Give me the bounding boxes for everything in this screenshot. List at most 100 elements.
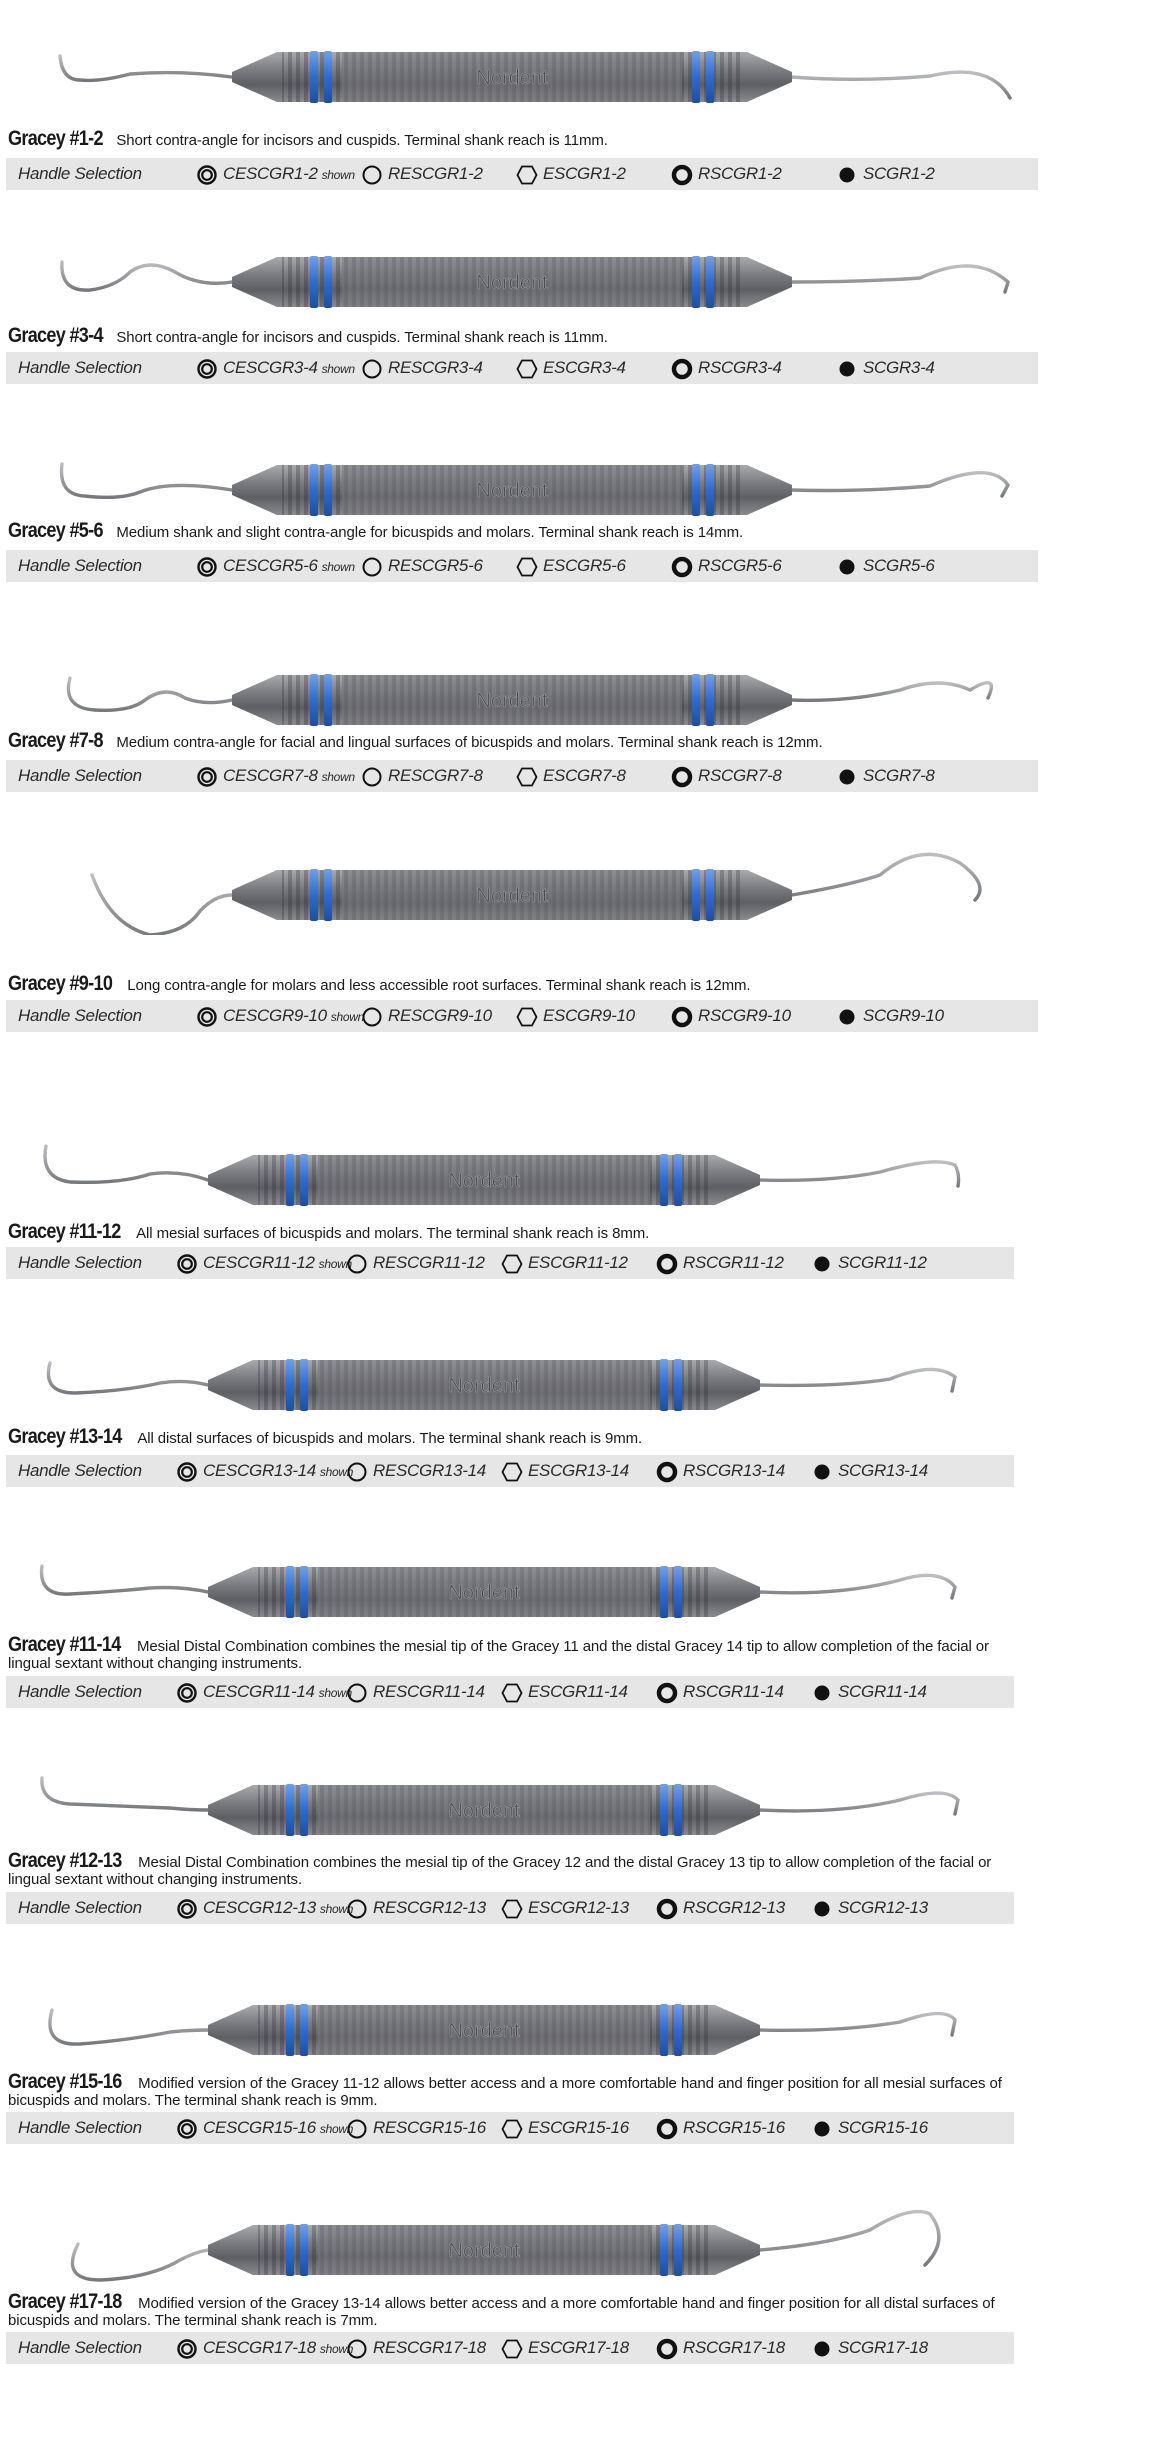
brand-engraving: Nordent [476, 885, 548, 907]
filled-dot-icon [839, 167, 855, 183]
instrument-title: Gracey #11-12 All mesial surfaces of bic… [8, 1220, 1032, 1243]
hexagon-icon [516, 165, 538, 185]
working-tip-right [790, 680, 994, 702]
double-ring-icon [177, 1462, 197, 1482]
working-tip-left [59, 462, 234, 500]
color-band [692, 51, 700, 103]
color-band [300, 1566, 308, 1618]
handle-code: ESCGR3-4 [543, 358, 626, 377]
shown-note: shown [321, 362, 356, 376]
color-band [286, 2224, 294, 2276]
bold-ring-icon [656, 2338, 678, 2360]
working-tip-right [758, 1791, 960, 1816]
instrument-name: Gracey #12-13 [8, 1849, 122, 1872]
handle-code: ESCGR12-13 [528, 1898, 629, 1917]
hexagon-icon [501, 1462, 523, 1482]
color-band [286, 1784, 294, 1836]
instrument-name: Gracey #11-12 [8, 1220, 121, 1243]
instrument-name: Gracey #11-14 [8, 1633, 121, 1656]
handle-selection-label: Handle Selection [18, 164, 142, 183]
handle-code: RSCGR11-12 [683, 1253, 784, 1272]
instrument-name: Gracey #13-14 [8, 1425, 122, 1448]
handle-selection-label: Handle Selection [18, 766, 142, 785]
filled-dot-icon [839, 559, 855, 575]
handle-selection-label: Handle Selection [18, 1682, 142, 1701]
handle-selection-label: Handle Selection [18, 1898, 142, 1917]
bold-ring-icon [656, 1253, 678, 1275]
color-band [660, 2224, 668, 2276]
hexagon-icon [501, 1254, 523, 1274]
filled-dot-icon [839, 1009, 855, 1025]
handle-code: RSCGR1-2 [698, 164, 782, 183]
working-tip-left [70, 2242, 210, 2282]
brand-engraving: Nordent [476, 272, 548, 294]
handle-code: ESCGR13-14 [528, 1461, 629, 1480]
handle-selection-label: Handle Selection [18, 2338, 142, 2357]
handle-selection-label: Handle Selection [18, 1006, 142, 1025]
color-band [300, 1359, 308, 1411]
filled-dot-icon [839, 769, 855, 785]
working-tip-left [48, 2008, 210, 2046]
double-ring-icon [197, 1007, 217, 1027]
instrument-title: Gracey #7-8 Medium contra-angle for faci… [8, 730, 1056, 751]
color-band [300, 2224, 308, 2276]
bold-ring-icon [671, 358, 693, 380]
color-band [692, 674, 700, 726]
shown-note: shown [321, 560, 356, 574]
ring-icon [362, 767, 382, 787]
instrument-title: Gracey #5-6 Medium shank and slight cont… [8, 519, 1056, 542]
instrument-description: Medium shank and slight contra-angle for… [116, 524, 744, 541]
working-tip-right [790, 264, 1010, 294]
brand-engraving: Nordent [476, 690, 548, 712]
ring-icon [347, 1254, 367, 1274]
instrument-description: Medium contra-angle for facial and lingu… [116, 734, 823, 751]
shown-note: shown [330, 1010, 365, 1024]
handle-code: SCGR1-2 [863, 164, 935, 183]
handle-code: SCGR9-10 [863, 1006, 944, 1025]
instrument-description: Mesial Distal Combination combines the m… [8, 1854, 992, 1888]
color-band [324, 674, 332, 726]
handle-code: RSCGR11-14 [683, 1682, 784, 1701]
handle-code: ESCGR11-12 [528, 1253, 628, 1272]
color-band [674, 1566, 682, 1618]
color-band [692, 869, 700, 921]
bold-ring-icon [656, 1461, 678, 1483]
color-band [674, 2224, 682, 2276]
instrument-name: Gracey #5-6 [8, 519, 104, 542]
instrument-name: Gracey #15-16 [8, 2070, 122, 2093]
instrument-illustration: Nordent [58, 51, 1012, 103]
filled-dot-icon [814, 1901, 830, 1917]
handle-selection-label: Handle Selection [18, 358, 142, 377]
hexagon-icon [516, 767, 538, 787]
brand-engraving: Nordent [448, 1800, 520, 1822]
hexagon-icon [501, 2119, 523, 2139]
instrument-title: Gracey #3-4 Short contra-angle for incis… [8, 324, 1056, 347]
filled-dot-icon [814, 2121, 830, 2137]
handle-code: SCGR7-8 [863, 766, 935, 785]
bold-ring-icon [656, 1898, 678, 1920]
instrument-name: Gracey #3-4 [8, 324, 104, 347]
double-ring-icon [177, 2119, 197, 2139]
double-ring-icon [177, 2339, 197, 2359]
double-ring-icon [197, 557, 217, 577]
instrument-title: Gracey #11-14 Mesial Distal Combination … [8, 1633, 1032, 1672]
bold-ring-icon [671, 164, 693, 186]
brand-engraving: Nordent [448, 1375, 520, 1397]
instrument-description: Long contra-angle for molars and less ac… [127, 977, 751, 994]
handle-code: ESCGR11-14 [528, 1682, 628, 1701]
color-band [660, 2004, 668, 2056]
brand-engraving: Nordent [448, 2240, 520, 2262]
hexagon-icon [516, 1007, 538, 1027]
color-band [286, 1154, 294, 1206]
handle-code: RESCGR3-4 [388, 358, 483, 377]
working-tip-right [758, 2209, 941, 2267]
working-tip-left [66, 676, 234, 712]
filled-dot-icon [839, 361, 855, 377]
instrument-title: Gracey #1-2 Short contra-angle for incis… [8, 128, 1056, 149]
